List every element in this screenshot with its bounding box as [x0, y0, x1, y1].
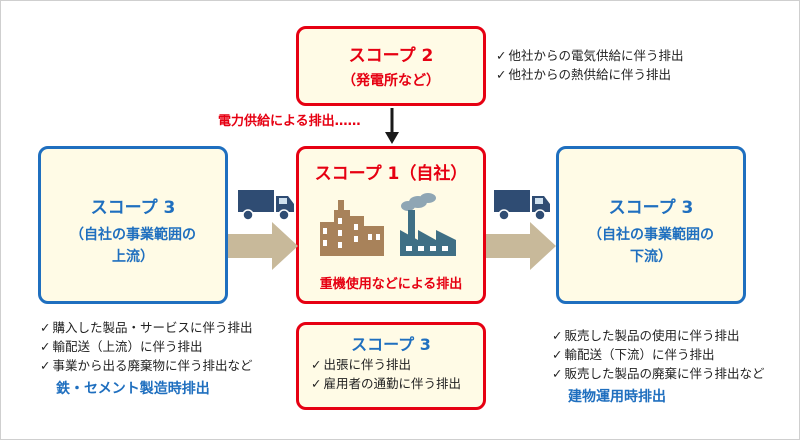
scope3-mid-title: スコープ 3 — [351, 335, 431, 354]
list-item: 雇用者の通勤に伴う排出 — [311, 374, 461, 393]
scope3-travel-box: スコープ 3 出張に伴う排出 雇用者の通勤に伴う排出 — [296, 322, 486, 410]
scope3-mid-notes: 出張に伴う排出 雇用者の通勤に伴う排出 — [311, 355, 461, 393]
scope3-downstream-box: スコープ 3 （自社の事業範囲の 下流） — [556, 146, 746, 304]
list-item: 輸配送（下流）に伴う排出 — [552, 345, 765, 364]
downstream-subtitle-2: 下流） — [630, 249, 672, 265]
list-item: 購入した製品・サービスに伴う排出 — [40, 318, 252, 337]
scope1-box: スコープ 1（自社） 重機使用などによる排出 — [296, 146, 486, 304]
list-item: 事業から出る廃棄物に伴う排出など — [40, 356, 252, 375]
list-item: 販売した製品の使用に伴う排出 — [552, 326, 765, 345]
scope2-subtitle: （発電所など） — [342, 73, 440, 89]
downstream-highlight: 建物運用時排出 — [568, 389, 666, 405]
arrow-down-icon — [385, 108, 399, 144]
downstream-notes: 販売した製品の使用に伴う排出 輸配送（下流）に伴う排出 販売した製品の廃棄に伴う… — [552, 326, 765, 383]
scope2-box: スコープ 2 （発電所など） — [296, 26, 486, 106]
scope1-caption: 重機使用などによる排出 — [319, 277, 463, 292]
power-supply-label: 電力供給による排出…… — [218, 114, 361, 129]
list-item: 販売した製品の廃棄に伴う排出など — [552, 364, 764, 383]
upstream-subtitle-2: 上流） — [112, 249, 154, 265]
list-item: 出張に伴う排出 — [311, 355, 461, 374]
upstream-title: スコープ 3 — [90, 198, 176, 218]
downstream-subtitle-1: （自社の事業範囲の — [588, 227, 714, 243]
downstream-title: スコープ 3 — [608, 198, 694, 218]
factory-buildings-icon — [320, 200, 384, 256]
upstream-notes: 購入した製品・サービスに伴う排出 輸配送（上流）に伴う排出 事業から出る廃棄物に… — [40, 318, 253, 375]
list-item: 他社からの熱供給に伴う排出 — [496, 65, 684, 84]
arrow-right-icon — [228, 222, 298, 270]
arrow-right-icon — [486, 222, 556, 270]
scope1-title: スコープ 1（自社） — [314, 164, 468, 184]
scope2-notes: 他社からの電気供給に伴う排出 他社からの熱供給に伴う排出 — [496, 46, 684, 84]
list-item: 輸配送（上流）に伴う排出 — [40, 337, 253, 356]
upstream-subtitle-1: （自社の事業範囲の — [70, 227, 196, 243]
scope3-upstream-box: スコープ 3 （自社の事業範囲の 上流） — [38, 146, 228, 304]
truck-icon — [494, 190, 550, 221]
truck-icon — [238, 190, 294, 221]
list-item: 他社からの電気供給に伴う排出 — [496, 46, 683, 65]
scope2-title: スコープ 2 — [348, 46, 434, 66]
upstream-highlight: 鉄・セメント製造時排出 — [56, 381, 210, 397]
factory-smoke-icon — [400, 193, 456, 256]
